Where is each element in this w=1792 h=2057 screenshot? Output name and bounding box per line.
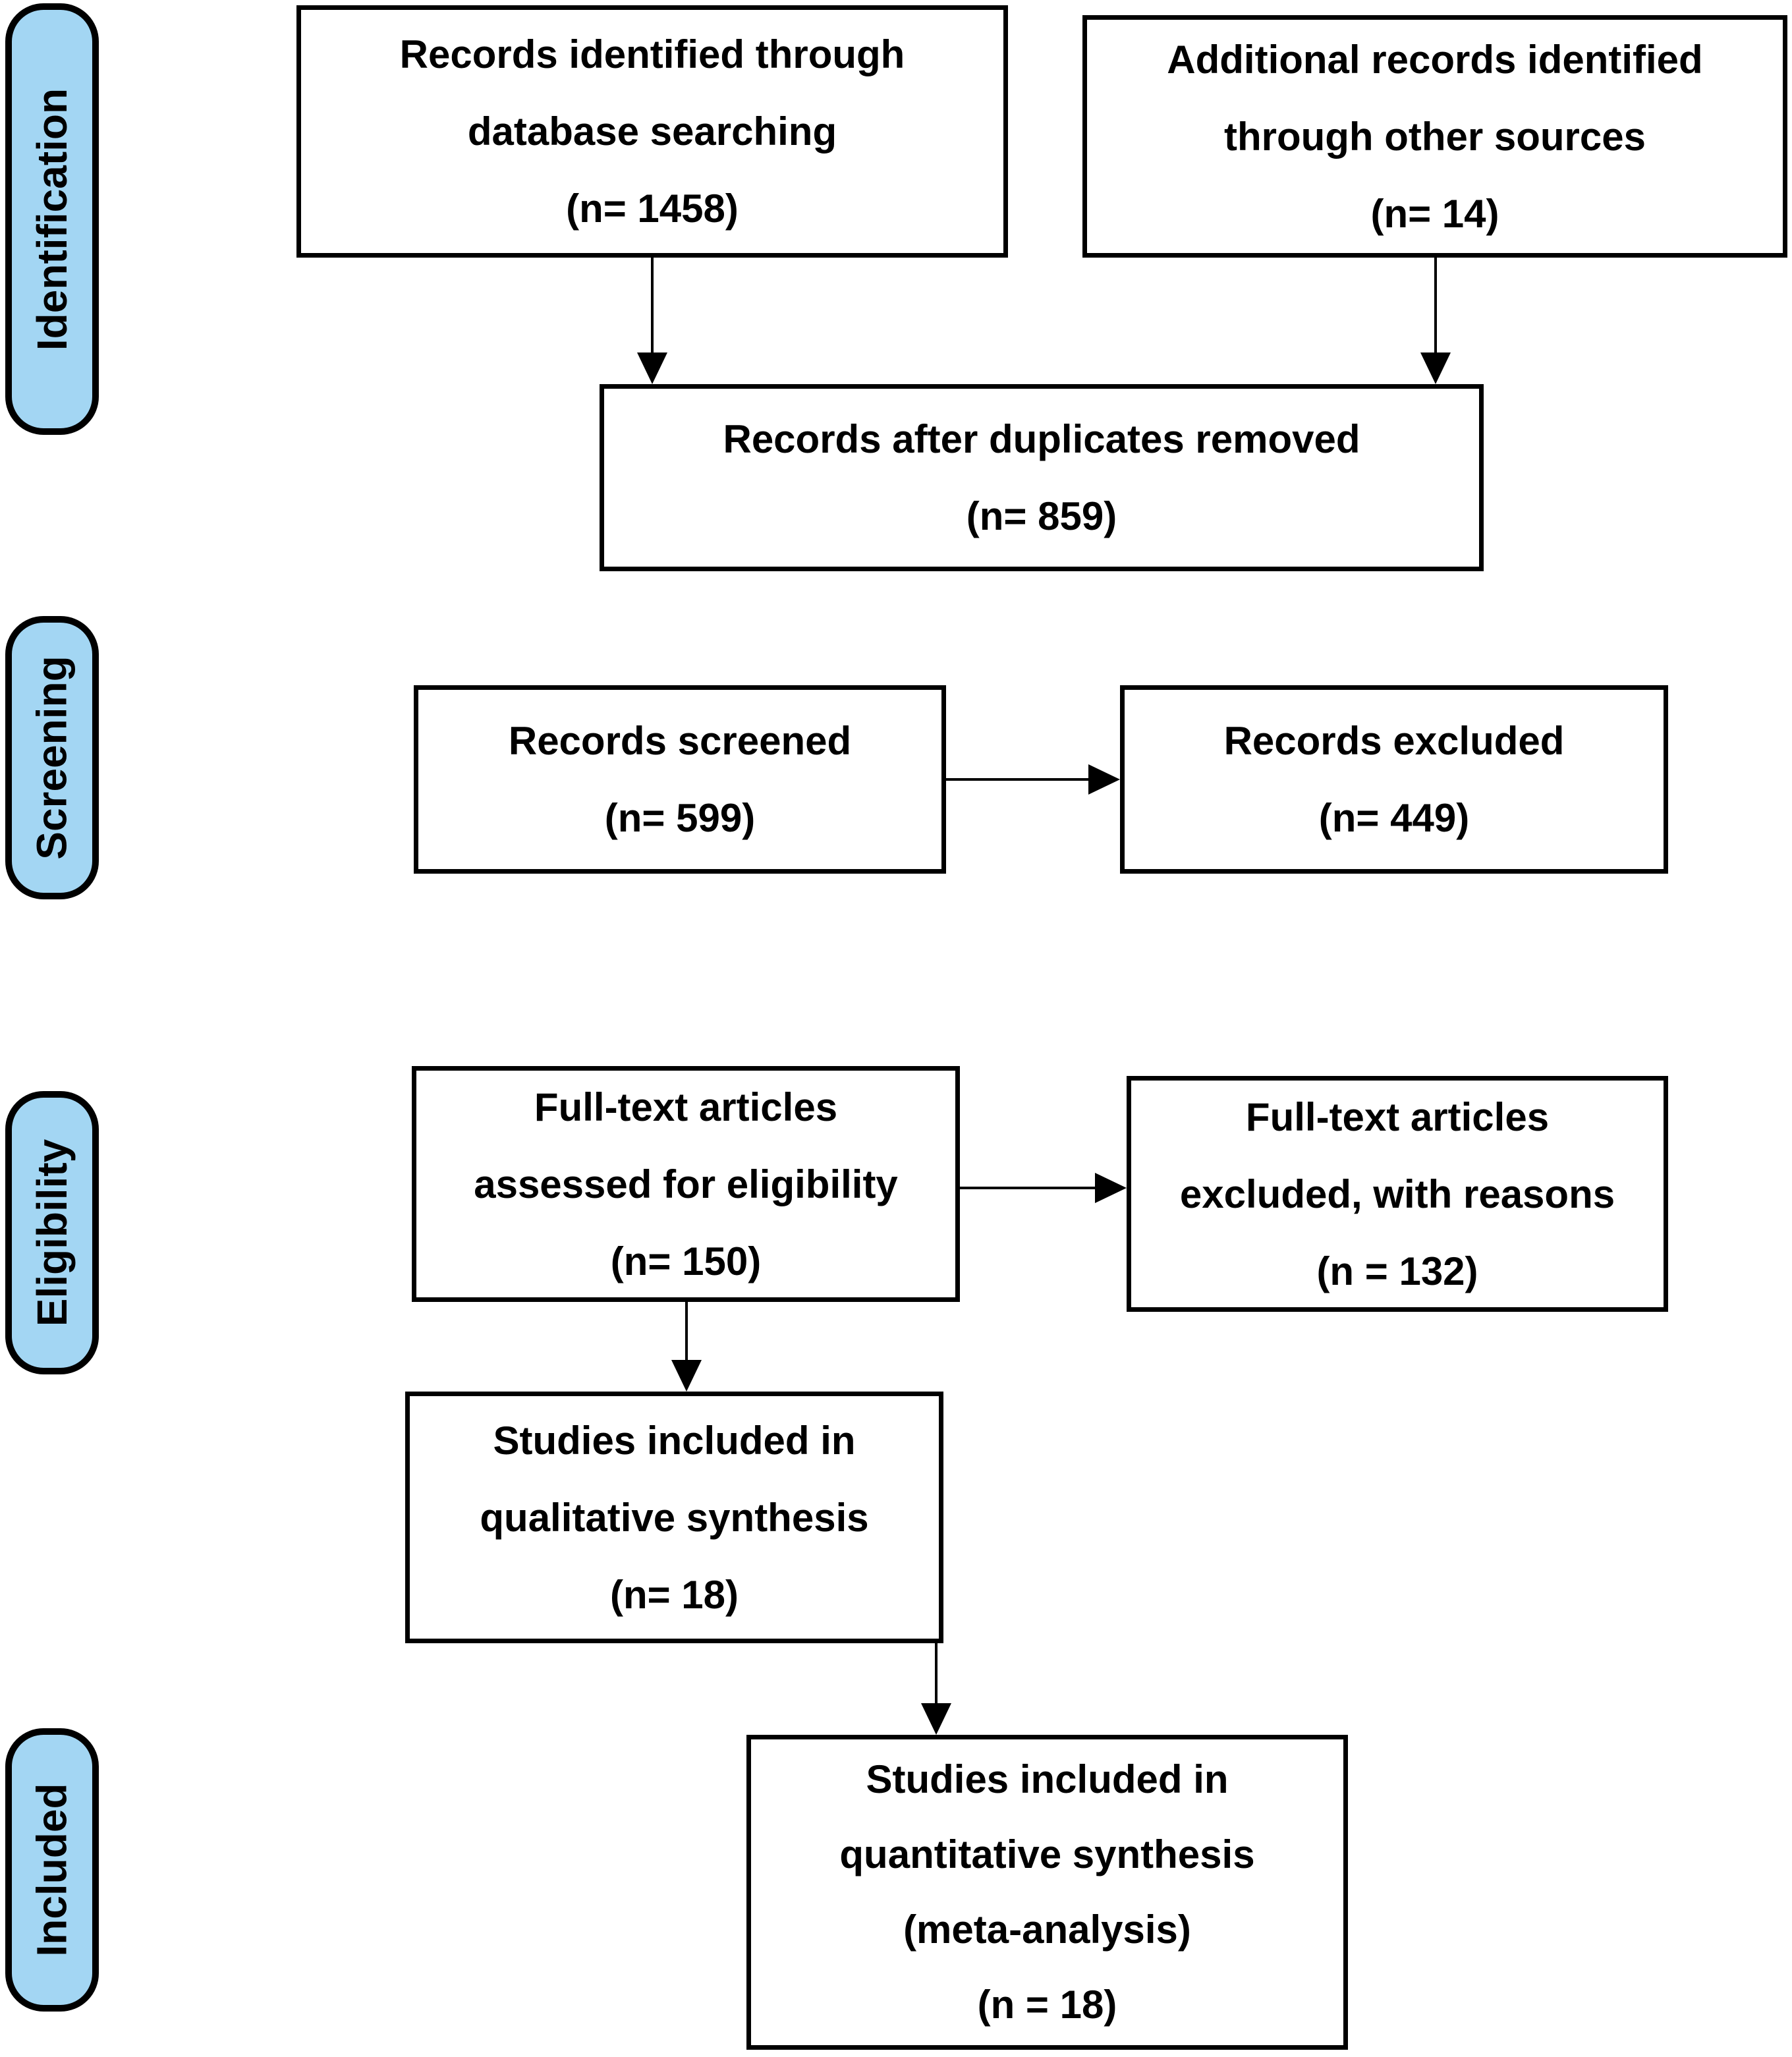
box-records-screened: Records screened (n= 599) [414,685,946,874]
arrow-shaft [935,1643,938,1705]
arrow-shaft [1434,258,1437,354]
stage-included-label: Included [28,1783,76,1957]
box-records-excluded: Records excluded (n= 449) [1120,685,1668,874]
stage-eligibility-label: Eligibility [28,1139,76,1327]
stage-eligibility: Eligibility [5,1091,99,1374]
arrowhead-right-icon [1095,1173,1127,1203]
arrow-shaft [959,1187,1096,1189]
arrow-shaft [651,258,654,354]
arrowhead-down-icon [921,1703,951,1735]
arrowhead-down-icon [1420,352,1451,384]
arrow-shaft [946,778,1090,781]
stage-screening-label: Screening [28,656,76,860]
box-qualitative-synthesis: Studies included in qualitative synthesi… [405,1392,943,1643]
stage-included: Included [5,1728,99,2012]
stage-identification-label: Identification [28,88,76,351]
arrowhead-down-icon [671,1360,702,1392]
box-additional-records: Additional records identified through ot… [1082,15,1787,258]
box-fulltext-assessed: Full-text articles assessed for eligibil… [412,1066,960,1302]
arrow-shaft [685,1302,688,1361]
arrowhead-down-icon [637,352,667,384]
stage-identification: Identification [5,3,99,435]
arrowhead-right-icon [1088,764,1120,795]
box-quantitative-synthesis: Studies included in quantitative synthes… [746,1735,1348,2050]
box-records-identified: Records identified through database sear… [296,5,1008,258]
stage-screening: Screening [5,616,99,899]
box-fulltext-excluded: Full-text articles excluded, with reason… [1127,1076,1668,1312]
box-duplicates-removed: Records after duplicates removed (n= 859… [600,384,1484,571]
